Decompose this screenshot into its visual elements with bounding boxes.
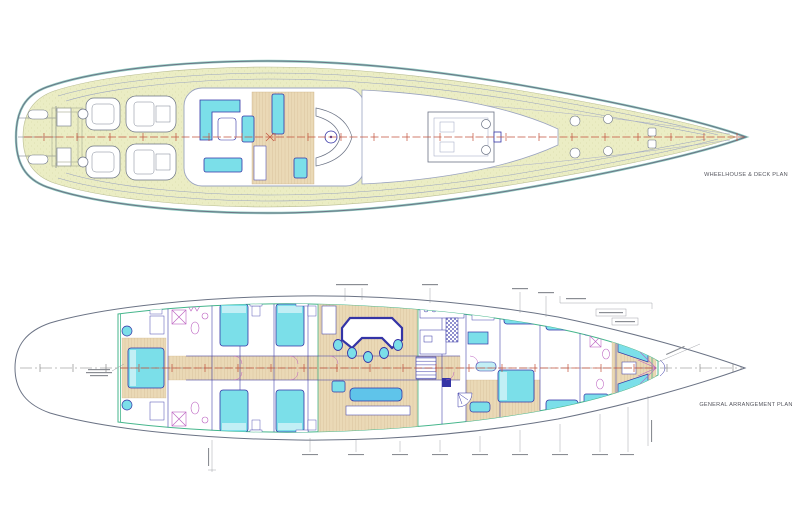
- owner-chair: [121, 325, 133, 337]
- wheelhouse-seat: [293, 157, 308, 179]
- door-arcs: [233, 355, 479, 381]
- ga-plan: GENERAL ARRANGEMENT PLAN: [14, 284, 792, 472]
- ga-plan-label: GENERAL ARRANGEMENT PLAN: [699, 402, 792, 408]
- nav-stool: [442, 378, 451, 387]
- saloon-coffee-table: [331, 380, 346, 393]
- deck-plan: WHEELHOUSE & DECK PLAN: [14, 59, 788, 215]
- winch: [481, 119, 491, 129]
- saloon-sofa: [349, 387, 403, 402]
- guest-bed: [275, 303, 305, 347]
- dining-chairs: [333, 339, 403, 363]
- chain-locker: [659, 359, 666, 377]
- winch: [481, 145, 491, 155]
- cabin-sofa: [469, 401, 491, 413]
- ga-annotations: [86, 284, 701, 472]
- hull-edge-line: [15, 60, 748, 214]
- side-deck-lines: [57, 72, 719, 202]
- guest-bed: [275, 389, 305, 433]
- dining-settee: [340, 316, 404, 350]
- aft-bathrooms: [171, 305, 209, 427]
- deck-plan-label: WHEELHOUSE & DECK PLAN: [704, 172, 788, 178]
- bathtub: [475, 361, 497, 372]
- wheelhouse: [183, 87, 365, 187]
- galley-fridge: [467, 331, 489, 345]
- wheelhouse-bench: [271, 93, 285, 135]
- aft-cockpit-seating: [77, 95, 177, 181]
- foredeck-hatches: [569, 114, 657, 159]
- wheelhouse-settee: [203, 157, 243, 173]
- helm-console: [315, 107, 353, 167]
- galley-stove: [445, 317, 459, 343]
- owner-chair: [121, 399, 133, 411]
- ga-corridor-walls: [186, 355, 460, 381]
- saloon: [321, 305, 411, 416]
- spiral-stair: [457, 392, 473, 408]
- wheelhouse-cabinet: [253, 145, 267, 181]
- wheelhouse-sofa: [199, 99, 241, 141]
- wheelhouse-chaise: [241, 115, 255, 143]
- saloon-credenza: [345, 405, 411, 416]
- deck-centerline: [24, 133, 744, 141]
- wheelhouse-table: [217, 117, 237, 141]
- ga-centerline: [20, 364, 742, 372]
